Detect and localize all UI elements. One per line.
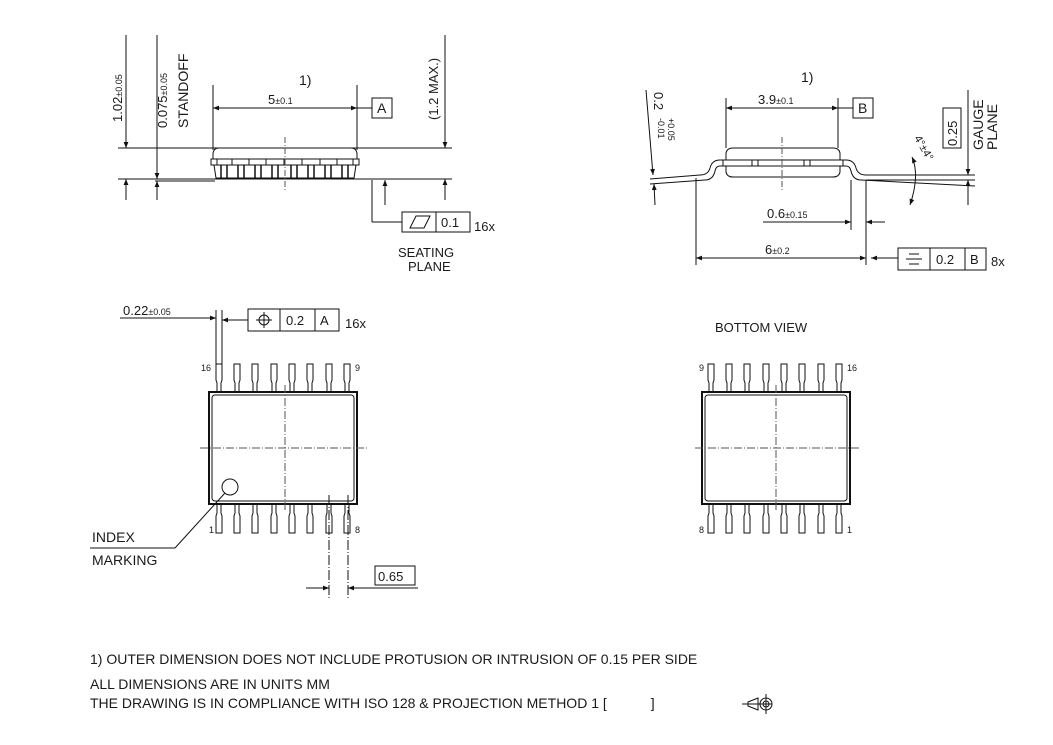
note-line-3-end: ]	[650, 695, 655, 711]
note-line-1: 1) OUTER DIMENSION DOES NOT INCLUDE PROT…	[90, 651, 698, 667]
datum-a: A	[377, 100, 387, 116]
symmetry-value: 0.2	[936, 252, 954, 267]
gauge-value: 0.25	[945, 121, 960, 146]
dim-length-label: 5±0.1	[268, 92, 293, 107]
standoff-label: STANDOFF	[175, 54, 191, 128]
dim-max-height: (1.2 MAX.)	[426, 58, 441, 120]
top-view	[90, 308, 418, 600]
position-count: 16x	[345, 316, 366, 331]
note-line-3-text: THE DRAWING IS IN COMPLIANCE WITH ISO 12…	[90, 695, 607, 711]
dim-standoff-label: 0.075±0.05	[155, 73, 170, 128]
dim-overall-label: 6±0.2	[765, 242, 790, 257]
flatness-value: 0.1	[441, 215, 459, 230]
bottom-view-title: BOTTOM VIEW	[715, 320, 808, 335]
side-view-left	[118, 35, 471, 233]
datum-b: B	[858, 100, 867, 116]
dim-body-width-label: 3.9±0.1	[758, 92, 794, 107]
dim-lead-thickness-label: 0.2	[651, 92, 666, 110]
index-label: INDEX	[92, 529, 135, 545]
gauge-plane-label-2: PLANE	[984, 104, 1000, 150]
pin-label-8: 8	[355, 525, 360, 535]
dim-lead-thickness-tol-plus: +0.05	[666, 118, 676, 141]
dim-height-label: 1.02±0.05	[110, 74, 125, 122]
symmetry-count: 8x	[991, 254, 1005, 269]
seating-plane-label: SEATING	[398, 245, 454, 260]
note-line-2: ALL DIMENSIONS ARE IN UNITS MM	[90, 676, 330, 692]
dim-foot-label: 0.6±0.15	[767, 206, 808, 221]
flatness-count: 16x	[474, 219, 495, 234]
projection-method-icon	[742, 694, 773, 714]
side-view-right	[645, 89, 987, 271]
position-value: 0.2	[286, 313, 304, 328]
pin-label-16-b: 16	[847, 363, 857, 373]
position-datum: A	[320, 313, 329, 328]
seating-plane-label-2: PLANE	[408, 259, 451, 274]
angle-label: 4°±4°	[911, 134, 935, 163]
pin-label-9-b: 9	[699, 363, 704, 373]
pitch-value: 0.65	[378, 569, 403, 584]
gauge-plane-label: GAUGE	[970, 99, 986, 150]
bottom-view	[695, 363, 860, 534]
pin-label-1-b: 1	[847, 525, 852, 535]
pin-label-9: 9	[355, 363, 360, 373]
marking-label: MARKING	[92, 552, 157, 568]
pin-label-1: 1	[209, 525, 214, 535]
symmetry-datum: B	[970, 252, 979, 267]
pin-label-8-b: 8	[699, 525, 704, 535]
note-ref-1-b: 1)	[801, 69, 813, 85]
pin-label-16: 16	[201, 363, 211, 373]
note-ref-1: 1)	[299, 72, 311, 88]
dim-lead-width-label: 0.22±0.05	[123, 303, 171, 318]
dim-lead-thickness-tol-minus: -0.01	[656, 118, 666, 139]
note-line-3: THE DRAWING IS IN COMPLIANCE WITH ISO 12…	[90, 695, 655, 711]
